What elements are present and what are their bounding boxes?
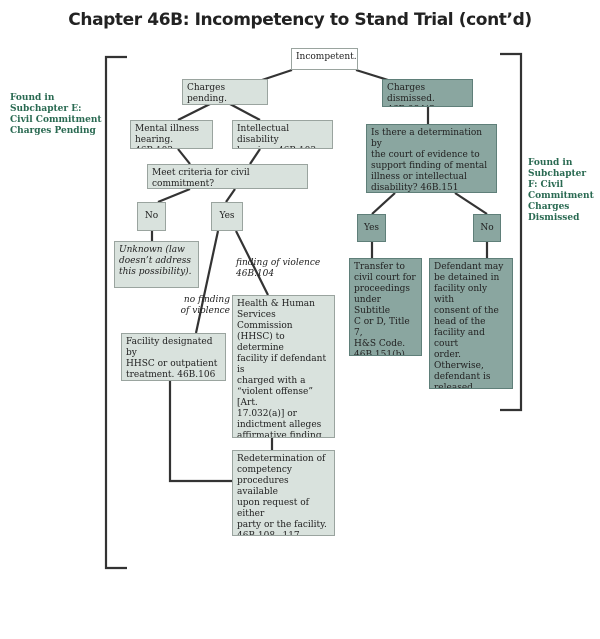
node-transfer: Transfer to civil court for proceedings … (349, 258, 422, 356)
edge-question-no (454, 192, 488, 215)
edge-incompetent-pending (261, 68, 293, 82)
edge-label-finding-of-violence: finding of violence 46B.104 (236, 258, 321, 279)
edge-facility-redetermination (168, 381, 232, 483)
node-mental-illness-hearing: Mental illness hearing. 46B.102 (130, 120, 213, 149)
node-facility-designated: Facility designated by HHSC or outpatien… (121, 333, 226, 381)
node-unknown: Unknown (law doesn’t address this possib… (114, 241, 199, 288)
edge-criteria-yes (225, 188, 236, 203)
node-yes-left: Yes (211, 202, 243, 231)
edge-criteria-no (157, 187, 191, 204)
edge-intellectual-criteria (249, 148, 261, 165)
edge-pending-mental (177, 103, 211, 121)
node-detained: Defendant may be detained in facility on… (429, 258, 513, 389)
node-intellectual-disability-hearing: Intellectual disability hearing. 46B.103 (232, 120, 333, 149)
node-no-left: No (137, 202, 166, 231)
page-title: Chapter 46B: Incompetency to Stand Trial… (68, 10, 532, 30)
right-bracket (500, 52, 523, 412)
edge-pending-intellectual (229, 103, 261, 121)
edge-question-yes (371, 192, 396, 215)
edge-mental-criteria (177, 148, 191, 165)
left-bracket (104, 55, 127, 570)
node-incompetent: Incompetent. (291, 48, 358, 70)
node-no-right: No (473, 214, 501, 242)
node-charges-pending: Charges pending. 46B.084(e) (182, 79, 268, 105)
edge-yes-facility (194, 230, 220, 334)
edge-label-no-finding-of-violence: no finding of violence (180, 295, 230, 316)
node-charges-dismissed: Charges dismissed. 46B.084(f) (382, 79, 473, 107)
node-yes-right: Yes (357, 214, 386, 242)
node-meet-criteria: Meet criteria for civil commitment? (147, 164, 308, 189)
edge-yes-hhsc (235, 230, 269, 296)
node-redetermination: Redetermination of competency procedures… (232, 450, 335, 536)
node-hhsc: Health & Human Services Commission (HHSC… (232, 295, 335, 438)
node-determination-question: Is there a determination by the court of… (366, 124, 497, 193)
side-note-right: Found in Subchapter F: Civil Commitment … (528, 158, 594, 223)
side-note-left: Found in Subchapter E: Civil Commitment … (10, 93, 102, 136)
edge-incompetent-dismissed (355, 68, 389, 82)
